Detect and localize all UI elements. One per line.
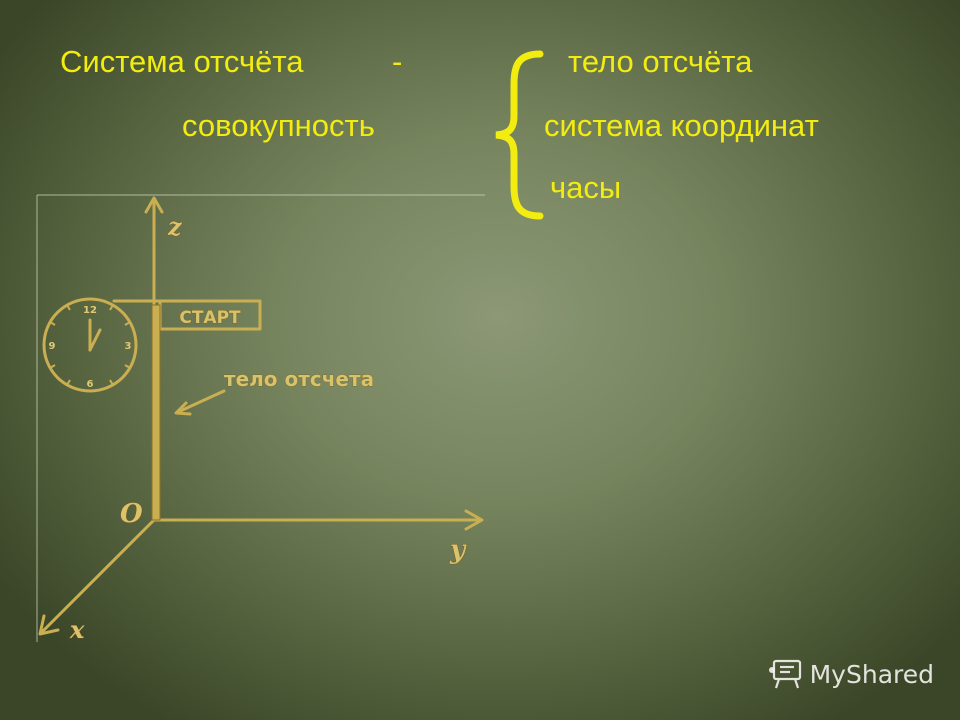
- term-title: Система отсчёта: [60, 44, 304, 79]
- item-coordinate-system: система координат: [544, 108, 819, 143]
- z-axis-arrow: [144, 196, 164, 214]
- clock-face: [42, 297, 138, 393]
- clock-number-3: 3: [125, 341, 132, 352]
- clock-number-6: 6: [87, 379, 94, 390]
- start-sign-label: СТАРТ: [179, 308, 241, 328]
- item-clock: часы: [550, 170, 622, 205]
- y-axis-label: y: [449, 535, 467, 565]
- x-axis: [40, 518, 156, 634]
- y-axis-arrow: [464, 509, 484, 531]
- reference-body-pole: [151, 304, 161, 521]
- term-dash: -: [392, 44, 403, 79]
- x-axis-label: x: [69, 615, 85, 644]
- body-pointer-arrow: [174, 401, 192, 416]
- clock-number-12: 12: [83, 305, 97, 316]
- watermark-text: MyShared: [809, 659, 934, 689]
- watermark-logo: MyShared: [768, 658, 934, 690]
- reference-frame-diagram: 12 3 6 9 СТАРТ тело отсчета z y x O: [36, 194, 485, 644]
- clock-ticks: [49, 304, 131, 386]
- origin-label: O: [120, 499, 143, 529]
- clock-number-9: 9: [49, 341, 56, 352]
- curly-brace: [495, 50, 544, 220]
- clock-hour-hand: [88, 328, 102, 352]
- x-axis-arrow: [38, 614, 60, 636]
- item-reference-body: тело отсчёта: [568, 44, 753, 79]
- body-pointer-line: [176, 389, 226, 414]
- presentation-board-icon: [768, 659, 801, 689]
- z-axis-label: z: [167, 212, 183, 241]
- reference-body-label: тело отсчета: [224, 367, 374, 391]
- term-word: совокупность: [182, 108, 375, 143]
